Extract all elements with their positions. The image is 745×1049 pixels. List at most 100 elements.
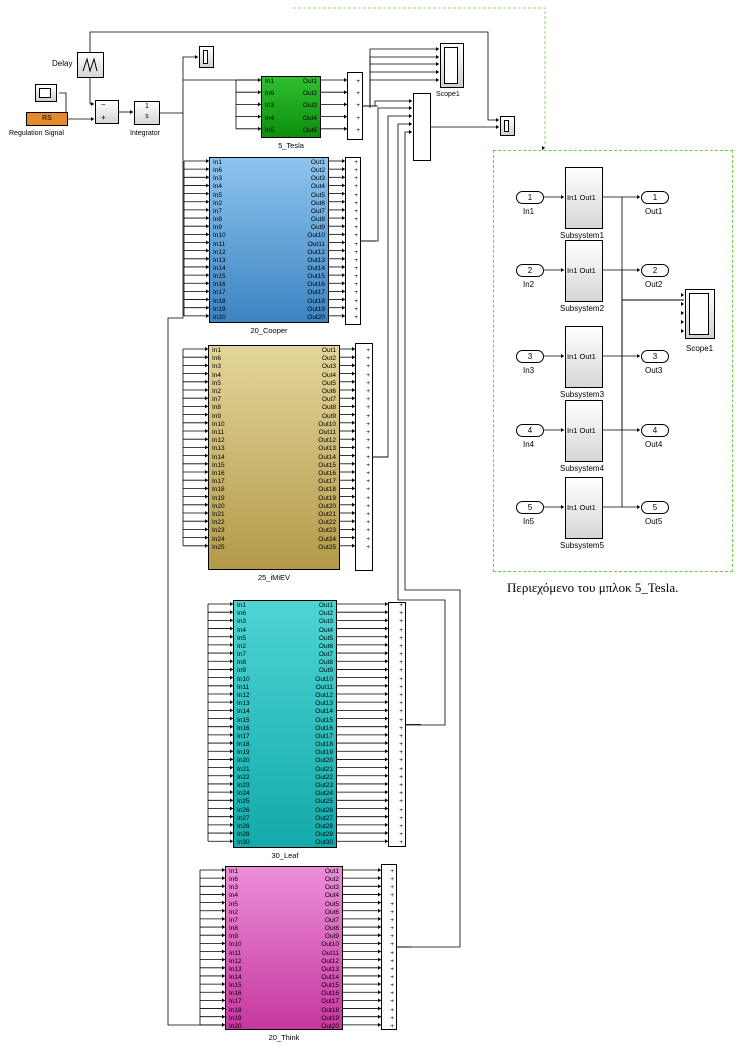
outport-5[interactable]: 5: [641, 501, 669, 514]
outport-2[interactable]: 2: [641, 264, 669, 277]
wire-arrow: [205, 478, 208, 483]
outport-3[interactable]: 3: [641, 350, 669, 363]
subsystem-3[interactable]: [565, 326, 603, 388]
sum-plus-sign: +: [399, 781, 403, 789]
wire-arrow: [637, 195, 640, 199]
wire-arrow: [230, 798, 233, 803]
input-port-label: In8: [213, 216, 223, 224]
wire-arrow: [222, 916, 225, 921]
output-port-label: Out4: [321, 371, 336, 379]
outport-1[interactable]: 1: [641, 191, 669, 204]
wire-arrow: [205, 396, 208, 401]
subsystem-4[interactable]: [565, 400, 603, 462]
sum-plus-sign: +: [366, 527, 370, 535]
output-port-label: Out23: [315, 781, 333, 789]
input-port-label: In11: [212, 429, 225, 436]
inport-1[interactable]: 1: [516, 191, 544, 204]
wire-arrow: [378, 949, 381, 954]
wire-arrow: [230, 839, 233, 844]
inset-link: [293, 7, 546, 148]
output-port-label: Out4: [310, 183, 325, 191]
sum-plus-sign: +: [354, 207, 358, 215]
wire-arrow: [205, 379, 208, 384]
wire-arrow: [378, 965, 381, 970]
wire-arrow: [352, 355, 355, 360]
input-port-label: In24: [237, 790, 250, 798]
wire-arrow: [258, 102, 261, 107]
output-port-label: Out15: [321, 982, 339, 990]
think-sum-block[interactable]: ++++++++++++++++++++: [381, 864, 397, 1030]
output-scope[interactable]: [500, 116, 515, 136]
wire-arrow: [385, 781, 388, 786]
inport-4[interactable]: 4: [516, 424, 544, 437]
output-port-label: Out6: [321, 388, 336, 395]
outport-label: Out1: [645, 207, 663, 216]
output-port-label: Out25: [318, 543, 336, 551]
top-scope[interactable]: [199, 46, 214, 68]
imiev-sum-block[interactable]: +++++++++++++++++++++++++: [355, 343, 373, 571]
outport-label: Out2: [645, 280, 663, 289]
wire-arrow: [637, 354, 640, 358]
main-scope[interactable]: [440, 43, 464, 88]
input-port-label: In14: [213, 264, 226, 272]
inport-5[interactable]: 5: [516, 501, 544, 514]
input-port-label: In7: [237, 651, 247, 659]
output-port-label: Out19: [318, 494, 336, 502]
output-port-label: Out28: [315, 822, 333, 830]
integrator-block[interactable]: 1 s: [134, 101, 160, 125]
sum-plus-sign: +: [356, 114, 360, 122]
input-port-label: In17: [229, 998, 242, 1006]
subsystem-label: Subsystem4: [560, 464, 605, 473]
subsystem-5[interactable]: [565, 477, 603, 539]
sum-plus-sign: +: [366, 543, 370, 551]
cooper-sum-block[interactable]: ++++++++++++++++++++: [345, 157, 361, 325]
inport-2[interactable]: 2: [516, 264, 544, 277]
tesla-sum-block[interactable]: +++++: [347, 72, 363, 140]
sum-plus-sign: +: [399, 708, 403, 716]
subsystem-1[interactable]: [565, 167, 603, 229]
delay-block[interactable]: [77, 52, 104, 78]
sum-plus-sign: +: [366, 535, 370, 543]
sum-plus-sign: +: [399, 716, 403, 724]
inport-label: In5: [523, 517, 535, 526]
leaf-sum-block[interactable]: ++++++++++++++++++++++++++++++: [388, 602, 406, 847]
input-port-label: In25: [237, 798, 250, 806]
sum-plus-sign: +: [366, 519, 370, 527]
total-sum-block[interactable]: [413, 93, 431, 161]
input-port-label: In13: [212, 445, 225, 453]
subsystem-2[interactable]: [565, 240, 603, 302]
sum-plus-sign: +: [390, 1022, 394, 1030]
sum-plus-sign: +: [399, 749, 403, 757]
subsystem-label: Subsystem3: [560, 390, 605, 399]
wire-arrow: [222, 933, 225, 938]
wire-arrow: [385, 683, 388, 688]
output-port-label: Out8: [318, 659, 333, 667]
regulation-scope[interactable]: [35, 84, 57, 102]
wire-arrow: [230, 773, 233, 778]
wire-arrow: [352, 478, 355, 483]
input-port-label: In8: [229, 925, 239, 933]
wire-arrow: [222, 949, 225, 954]
wire-arrow: [378, 916, 381, 921]
sum-plus-sign: +: [390, 982, 394, 990]
inport-3[interactable]: 3: [516, 350, 544, 363]
subsystem-ports: In1 Out1: [567, 352, 596, 361]
outport-4[interactable]: 4: [641, 424, 669, 437]
wire-arrow: [230, 790, 233, 795]
wire-arrow: [342, 305, 345, 310]
regulation-signal-block[interactable]: RS: [26, 112, 68, 126]
wire-arrow: [342, 167, 345, 172]
wire-arrow: [205, 388, 208, 392]
input-port-label: In1: [212, 347, 222, 354]
inset-scope[interactable]: [685, 289, 715, 339]
sum-plus-sign: +: [399, 773, 403, 781]
sum-plus-sign: +: [354, 167, 358, 175]
input-port-label: In12: [213, 248, 226, 256]
sum-block[interactable]: [95, 100, 119, 124]
